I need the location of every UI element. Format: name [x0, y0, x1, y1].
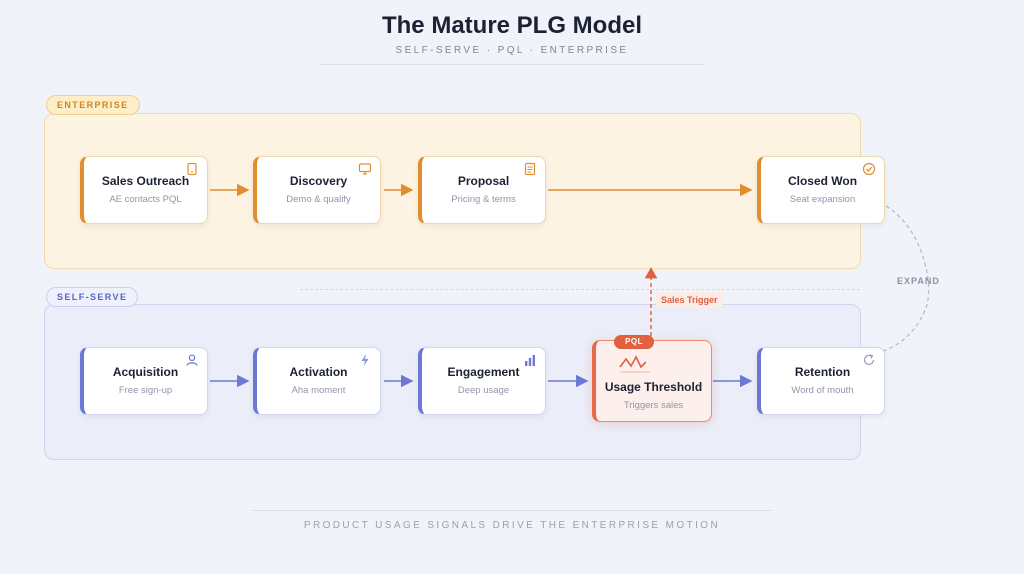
- diagram-subtitle: SELF-SERVE · PQL · ENTERPRISE: [395, 45, 629, 56]
- node-title: Retention: [794, 365, 851, 379]
- node-activation[interactable]: Activation Aha moment: [253, 347, 381, 415]
- bar-chart-icon: [525, 355, 535, 366]
- node-subtitle: Word of mouth: [791, 385, 854, 396]
- node-proposal[interactable]: Proposal Pricing & terms: [418, 156, 546, 224]
- expand-connector: [879, 205, 930, 353]
- expand-label: EXPAND: [897, 276, 940, 286]
- node-subtitle: Aha moment: [291, 385, 346, 396]
- node-title: Activation: [289, 365, 348, 379]
- node-subtitle: Demo & qualify: [286, 194, 351, 205]
- bolt-icon: [361, 354, 369, 366]
- node-subtitle: Triggers sales: [623, 400, 684, 411]
- document-icon: [524, 162, 536, 176]
- node-title: Closed Won: [787, 174, 858, 188]
- node-engagement[interactable]: Engagement Deep usage: [418, 347, 546, 415]
- diagram-title: The Mature PLG Model: [381, 12, 642, 39]
- self-serve-lane-label: SELF-SERVE: [46, 287, 139, 307]
- node-closed-won[interactable]: Closed Won Seat expansion: [757, 156, 885, 224]
- node-title: Engagement: [447, 365, 520, 379]
- node-acquisition[interactable]: Acquisition Free sign-up: [80, 347, 208, 415]
- node-subtitle: Pricing & terms: [451, 194, 516, 205]
- refresh-icon: [863, 353, 875, 366]
- monitor-icon: [358, 163, 372, 175]
- node-title: Usage Threshold: [604, 380, 703, 394]
- node-subtitle: Free sign-up: [118, 385, 173, 396]
- node-sales-outreach[interactable]: Sales Outreach AE contacts PQL: [80, 156, 208, 224]
- footer-caption: PRODUCT USAGE SIGNALS DRIVE THE ENTERPRI…: [303, 520, 721, 531]
- phone-icon: [187, 162, 197, 176]
- node-subtitle: Seat expansion: [789, 194, 856, 205]
- node-title: Discovery: [289, 174, 348, 188]
- node-usage-threshold[interactable]: Usage Threshold Triggers sales: [592, 340, 712, 422]
- pql-badge: PQL: [614, 335, 654, 349]
- check-circle-icon: [862, 162, 876, 176]
- node-discovery[interactable]: Discovery Demo & qualify: [253, 156, 381, 224]
- node-title: Acquisition: [112, 365, 179, 379]
- lane-separator: [300, 289, 860, 290]
- pulse-icon: [619, 355, 650, 373]
- enterprise-lane-label: ENTERPRISE: [46, 95, 140, 115]
- node-retention[interactable]: Retention Word of mouth: [757, 347, 885, 415]
- sales-trigger-label: Sales Trigger: [656, 292, 723, 308]
- subtitle-divider: [320, 64, 704, 65]
- node-subtitle: Deep usage: [457, 385, 510, 396]
- user-icon: [186, 354, 198, 366]
- footer-divider: [252, 510, 772, 511]
- node-title: Sales Outreach: [101, 174, 190, 188]
- node-title: Proposal: [457, 174, 510, 188]
- node-subtitle: AE contacts PQL: [109, 194, 182, 205]
